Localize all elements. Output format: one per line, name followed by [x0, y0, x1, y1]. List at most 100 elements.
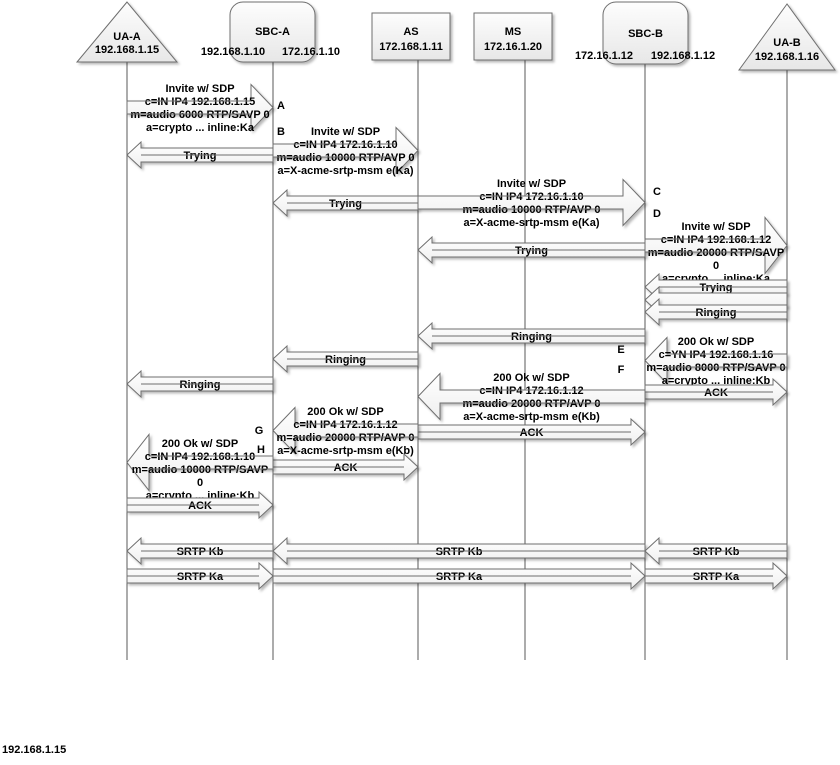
- message-text-line: m=audio 8000 RTP/SAVP 0: [646, 362, 785, 374]
- message-text-line: m=audio 10000 RTP/AVP 0: [276, 152, 414, 164]
- message-ack-uaA-sbcA: ACK: [126, 490, 274, 520]
- message-text-line: m=audio 10000 RTP/SAVP: [132, 464, 268, 476]
- step-label-g: G: [255, 425, 264, 437]
- message-text-line: c=IN IP4 172.16.1.12: [293, 419, 397, 431]
- message-text-line: a=X-acme-srtp-msm e(Ka): [463, 217, 599, 229]
- message-ack-sbcB-uaB: ACK: [644, 377, 788, 407]
- message-text-line: c=IN IP4 172.16.1.12: [479, 385, 583, 397]
- message-text-line: Invite w/ SDP: [497, 178, 566, 190]
- message-srtp-ka-sbcB-uaB: SRTP Ka: [644, 561, 788, 591]
- message-ringing-as-sbcA: Ringing: [272, 344, 419, 374]
- message-text-line: m=audio 10000 RTP/AVP 0: [462, 204, 600, 216]
- message-text-line: Invite w/ SDP: [165, 83, 234, 95]
- actor-label: UA-B: [773, 37, 801, 49]
- message-text-line: a=X-acme-srtp-msm e(Kb): [277, 445, 414, 457]
- actor-sbcA: SBC-A 192.168.1.10 172.16.1.10: [201, 1, 340, 63]
- actor-sbcB: SBC-B 172.16.1.12 192.168.1.12: [575, 1, 715, 65]
- actor-shape-triangle: [738, 3, 836, 71]
- message-text-line: SRTP Ka: [177, 571, 224, 583]
- message-text-line: Trying: [183, 150, 216, 162]
- message-text-line: c=IN IP4 172.16.1.10: [479, 191, 583, 203]
- step-label-c: C: [653, 186, 661, 198]
- actor-ip: 172.168.1.11: [379, 41, 443, 53]
- message-text-line: ACK: [334, 462, 358, 474]
- message-text-line: 0: [713, 260, 719, 272]
- actor-shape-rounded-rect: [229, 1, 316, 63]
- message-ringing-uaB-sbcB: Ringing: [644, 297, 788, 327]
- message-text-line: Ringing: [180, 379, 221, 391]
- actor-ip-right: 192.168.1.12: [651, 50, 715, 62]
- message-text-line: a=X-acme-srtp-msm e(Ka): [277, 165, 413, 177]
- message-text-line: Ringing: [696, 307, 737, 319]
- message-text-line: 200 Ok w/ SDP: [678, 336, 754, 348]
- step-label-e: E: [617, 344, 624, 356]
- footer-ip-note: 192.168.1.15: [2, 744, 67, 756]
- message-text-line: Invite w/ SDP: [681, 221, 750, 233]
- message-ringing-sbcB-as: Ringing: [417, 321, 646, 351]
- step-label-d: D: [653, 208, 661, 220]
- actor-label: MS: [505, 26, 522, 38]
- message-text-line: a=crypto ... inline:Ka: [146, 122, 255, 134]
- message-text-line: c=IN IP4 192.168.1.12: [661, 234, 771, 246]
- message-trying-as-sbcA: Trying: [272, 188, 419, 218]
- message-text-line: c=YN IP4 192.168.1.16: [659, 349, 774, 361]
- message-text-line: m=audio 20000 RTP/AVP 0: [462, 398, 600, 410]
- message-srtp-ka-uaA-sbcA: SRTP Ka: [126, 561, 274, 591]
- message-text-line: m=audio 20000 RTP/SAVP: [648, 247, 784, 259]
- actor-label: SBC-A: [255, 26, 290, 38]
- actor-label: SBC-B: [628, 28, 663, 40]
- message-text-line: m=audio 6000 RTP/SAVP 0: [130, 109, 269, 121]
- message-trying-sbcB-as: Trying: [417, 235, 646, 265]
- step-label-a: A: [277, 100, 285, 112]
- message-text-line: m=audio 20000 RTP/AVP 0: [276, 432, 414, 444]
- actor-ip-left: 172.16.1.12: [575, 50, 633, 62]
- actor-ip-right: 172.16.1.10: [282, 46, 340, 58]
- message-text-line: ACK: [520, 427, 544, 439]
- actor-shape-rounded-rect: [602, 1, 689, 65]
- message-trying-sbcA-uaA: Trying: [126, 140, 274, 170]
- message-text-line: c=IN IP4 172.16.1.10: [293, 139, 397, 151]
- message-text-line: ACK: [188, 500, 212, 512]
- message-text-line: c=IN IP4 192.168.1.15: [145, 96, 255, 108]
- actor-label: AS: [403, 26, 418, 38]
- message-text-line: Trying: [699, 282, 732, 294]
- step-label-h: H: [257, 444, 265, 456]
- actor-ip: 192.168.1.16: [755, 51, 819, 63]
- actor-shape-triangle: [75, 1, 179, 63]
- message-srtp-kb-sbcB-sbcA: SRTP Kb: [272, 536, 646, 566]
- step-label-f: F: [618, 364, 625, 376]
- message-text-line: SRTP Kb: [436, 546, 483, 558]
- message-text-line: SRTP Kb: [177, 546, 224, 558]
- message-text-line: Trying: [515, 245, 548, 257]
- message-text-line: ACK: [704, 387, 728, 399]
- message-ack-as-sbcB: ACK: [417, 417, 646, 447]
- message-text-line: Trying: [329, 198, 362, 210]
- message-text-line: Invite w/ SDP: [311, 126, 380, 138]
- message-text-line: 200 Ok w/ SDP: [162, 438, 238, 450]
- message-text-line: a=X-acme-srtp-msm e(Kb): [463, 411, 600, 423]
- message-text-line: SRTP Ka: [436, 571, 483, 583]
- message-text-line: c=IN IP4 192.168.1.10: [145, 451, 255, 463]
- actor-ip-left: 192.168.1.10: [201, 46, 265, 58]
- actor-shape-rect: [371, 12, 451, 61]
- actor-ms: MS 172.16.1.20: [473, 12, 553, 61]
- actor-label: UA-A: [113, 31, 141, 43]
- actor-ip: 172.16.1.20: [484, 41, 542, 53]
- message-text-line: 0: [197, 477, 203, 489]
- actor-ip: 192.168.1.15: [95, 44, 159, 56]
- message-srtp-kb-sbcA-uaA: SRTP Kb: [126, 536, 274, 566]
- message-text-line: SRTP Kb: [693, 546, 740, 558]
- message-ack-sbcA-as: ACK: [272, 452, 419, 482]
- step-label-b: B: [277, 126, 285, 138]
- message-text-line: SRTP Ka: [693, 571, 740, 583]
- message-srtp-ka-sbcA-sbcB: SRTP Ka: [272, 561, 646, 591]
- actor-as: AS 172.168.1.11: [371, 12, 451, 61]
- message-text-line: 200 Ok w/ SDP: [307, 406, 383, 418]
